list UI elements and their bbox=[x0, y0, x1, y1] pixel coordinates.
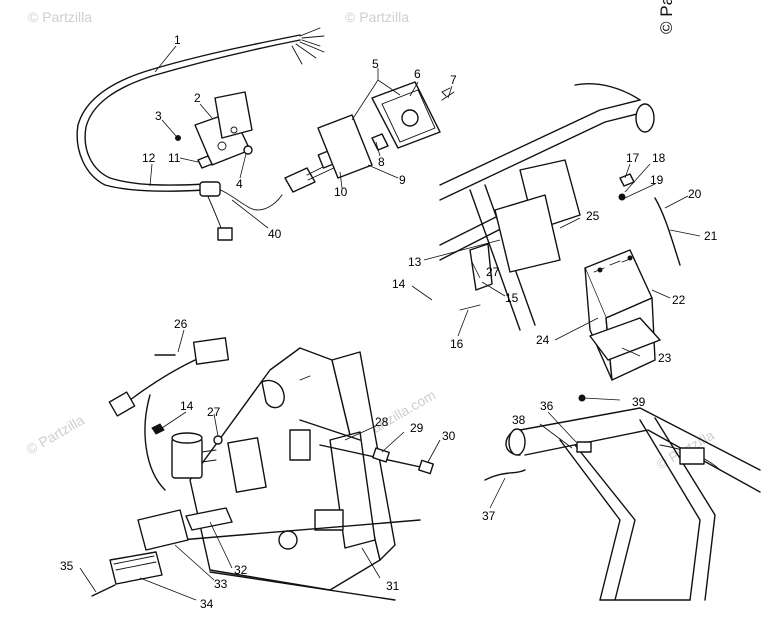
callout-27: 27 bbox=[486, 265, 500, 279]
callout-1: 1 bbox=[174, 33, 181, 47]
washer bbox=[213, 435, 223, 445]
ignition-coil bbox=[171, 432, 217, 479]
mounting-bracket bbox=[194, 91, 253, 166]
watermark: © Partzilla bbox=[28, 9, 92, 25]
callout-31: 31 bbox=[386, 579, 400, 593]
connector bbox=[576, 441, 592, 453]
callout-40: 40 bbox=[268, 227, 282, 241]
callout-36: 36 bbox=[540, 399, 554, 413]
watermark: © Partzilla bbox=[24, 412, 88, 458]
callout-9: 9 bbox=[399, 173, 406, 187]
frame-rail bbox=[179, 519, 421, 601]
frame-bottom bbox=[505, 407, 761, 601]
callout-14: 14 bbox=[392, 277, 406, 291]
battery-strap bbox=[459, 243, 493, 311]
callout-11: 11 bbox=[168, 151, 181, 165]
callout-39: 39 bbox=[632, 395, 646, 409]
callout-7: 7 bbox=[450, 73, 457, 87]
callout-23: 23 bbox=[658, 351, 672, 365]
plate bbox=[185, 507, 233, 531]
callout-8: 8 bbox=[378, 155, 385, 169]
callout-5: 5 bbox=[372, 57, 379, 71]
nut bbox=[197, 155, 213, 169]
wiring-harness bbox=[76, 27, 325, 241]
callout-15: 15 bbox=[505, 291, 519, 305]
frame-top bbox=[439, 83, 655, 331]
callout-labels: 1 2 3 4 5 6 7 8 9 10 11 12 13 14 15 16 1… bbox=[60, 33, 718, 611]
callout-6: 6 bbox=[414, 67, 421, 81]
callout-21: 21 bbox=[704, 229, 718, 243]
callout-17: 17 bbox=[626, 151, 640, 165]
copyright-corner: © Partzilla bbox=[657, 0, 676, 34]
callout-16: 16 bbox=[450, 337, 464, 351]
callout-30: 30 bbox=[442, 429, 456, 443]
callout-24: 24 bbox=[536, 333, 550, 347]
taillight-housing bbox=[317, 81, 455, 179]
leader-lines bbox=[79, 45, 701, 601]
callout-3: 3 bbox=[155, 109, 162, 123]
callout-28: 28 bbox=[375, 415, 389, 429]
callout-22: 22 bbox=[672, 293, 686, 307]
relay-bracket bbox=[109, 551, 163, 585]
callout-32: 32 bbox=[234, 563, 248, 577]
callout-25: 25 bbox=[586, 209, 600, 223]
cdi-module bbox=[108, 337, 230, 491]
callout-37: 37 bbox=[482, 509, 496, 523]
callout-26: 26 bbox=[174, 317, 188, 331]
callout-20: 20 bbox=[688, 187, 702, 201]
washer bbox=[243, 145, 253, 155]
callout-4: 4 bbox=[236, 177, 243, 191]
callout-19: 19 bbox=[650, 173, 664, 187]
callout-14b: 14 bbox=[180, 399, 194, 413]
callout-34: 34 bbox=[200, 597, 214, 611]
battery-pad bbox=[589, 317, 661, 361]
callout-35: 35 bbox=[60, 559, 74, 573]
callout-2: 2 bbox=[194, 91, 201, 105]
bolt-set bbox=[299, 419, 434, 475]
watermark: © Partzilla bbox=[345, 9, 409, 25]
screw bbox=[91, 584, 116, 597]
battery bbox=[584, 249, 656, 381]
callout-10: 10 bbox=[334, 185, 348, 199]
callout-18: 18 bbox=[652, 151, 666, 165]
screw bbox=[175, 135, 181, 141]
callout-12: 12 bbox=[142, 151, 156, 165]
relay bbox=[137, 509, 189, 551]
nut bbox=[151, 423, 165, 435]
callout-27b: 27 bbox=[207, 405, 221, 419]
battery-cable bbox=[654, 197, 681, 266]
callout-33: 33 bbox=[214, 577, 228, 591]
wire-lead bbox=[484, 469, 526, 481]
callout-29: 29 bbox=[410, 421, 424, 435]
callout-38: 38 bbox=[512, 413, 526, 427]
terminal-bolt bbox=[618, 193, 626, 201]
callout-13: 13 bbox=[408, 255, 422, 269]
electrical-panel bbox=[189, 347, 396, 591]
